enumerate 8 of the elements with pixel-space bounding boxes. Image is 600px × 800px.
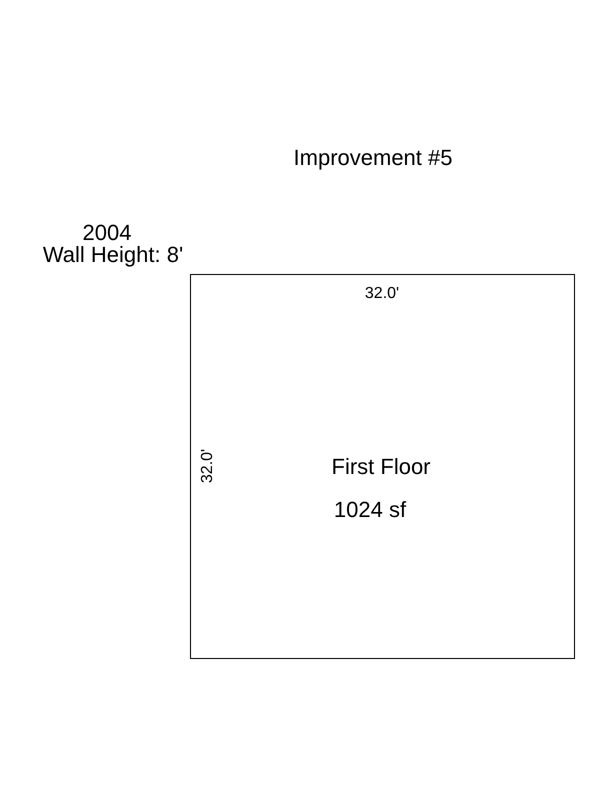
wall-height-label: Wall Height: 8'	[42, 244, 184, 266]
dimension-label: 32.0'	[200, 448, 216, 484]
room-area: 1024 sf	[334, 499, 406, 521]
room-outline	[190, 274, 575, 659]
dimension-label: 32.0'	[364, 286, 400, 302]
room-name: First Floor	[332, 456, 430, 478]
plan-title: Improvement #5	[294, 147, 452, 169]
year-label: 2004	[82, 222, 132, 244]
